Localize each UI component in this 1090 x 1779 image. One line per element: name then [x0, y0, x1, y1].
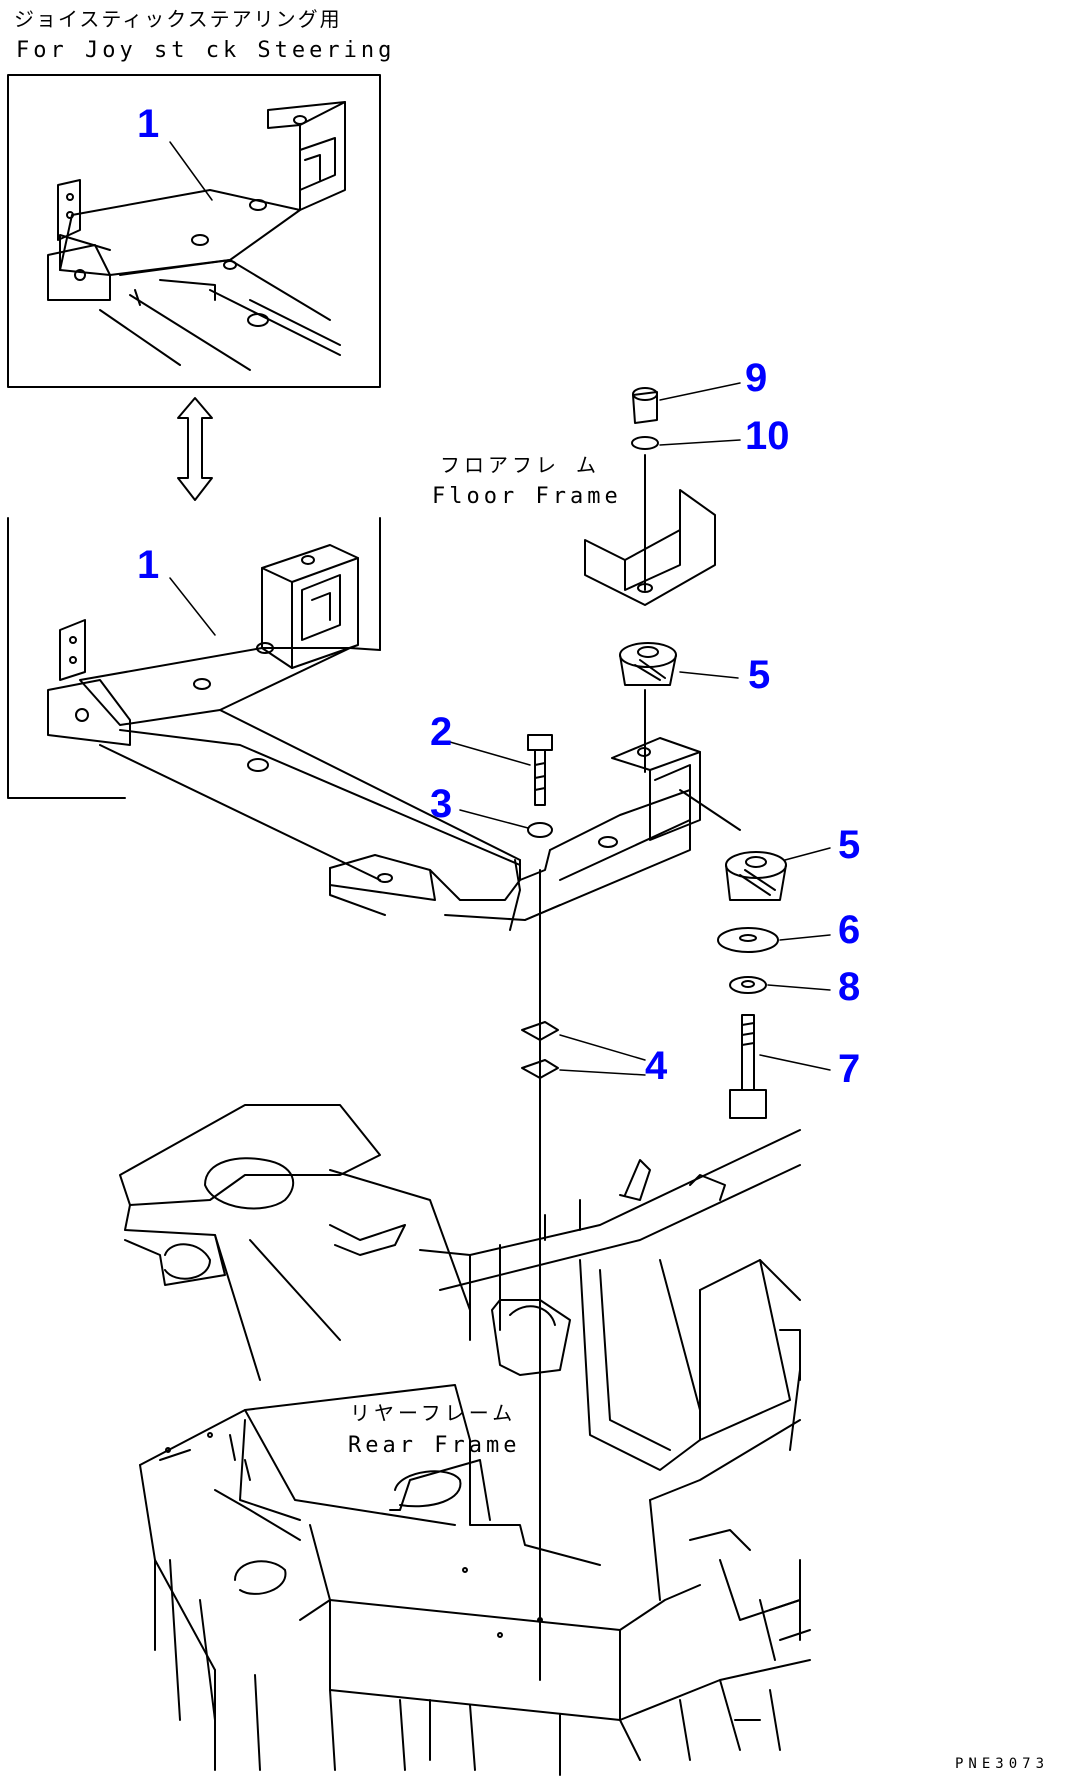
part-6-plate — [717, 927, 779, 953]
drawing-code: PNE3073 — [955, 1756, 1050, 1772]
inset-bracket-drawing — [47, 101, 346, 371]
assembly-line-right — [679, 789, 741, 831]
part-2-bolt — [527, 734, 553, 806]
part-3-washer — [527, 822, 553, 838]
callout-4: 4 — [645, 1044, 668, 1088]
floor-frame-drawing — [584, 489, 716, 606]
part-8-washer-hole — [741, 980, 755, 988]
rear-frame-label-en: Rear Frame — [348, 1433, 521, 1458]
callout-6: 6 — [838, 908, 861, 952]
part-9-bolt — [632, 387, 658, 424]
callout-2: 2 — [430, 710, 453, 754]
part-5-lower-mount — [725, 851, 787, 901]
callout-8: 8 — [838, 965, 861, 1009]
part-7-bolt — [729, 1014, 767, 1119]
main-view-frame — [7, 517, 381, 799]
floor-frame-label-en: Floor Frame — [432, 484, 622, 509]
joystick-caption-jp: ジョイスティックステアリング用 — [14, 7, 342, 31]
callout-1-inset: 1 — [137, 102, 160, 146]
part-5-upper-mount — [619, 642, 677, 686]
callout-7: 7 — [838, 1047, 861, 1091]
part-4-shims — [521, 1021, 559, 1079]
double-arrow-icon — [177, 397, 213, 501]
callout-3: 3 — [430, 782, 453, 826]
rear-frame-drawing — [119, 1104, 811, 1776]
callout-5-upper: 5 — [748, 653, 771, 697]
leader-lines — [169, 141, 831, 1076]
main-bracket-drawing — [47, 544, 701, 931]
rear-frame-label-jp: リヤーフレーム — [350, 1401, 517, 1425]
part-8-washer — [729, 976, 767, 994]
part-6-plate-hole — [739, 934, 757, 942]
joystick-caption-en: For Joy st ck Steering — [16, 38, 396, 63]
callout-9: 9 — [745, 356, 768, 400]
callout-5-lower: 5 — [838, 823, 861, 867]
inset-frame — [7, 74, 381, 388]
callout-1-main: 1 — [137, 543, 160, 587]
callout-10: 10 — [745, 414, 790, 458]
part-10-washer — [631, 436, 659, 450]
floor-frame-label-jp: フロアフレ ム — [440, 453, 601, 477]
